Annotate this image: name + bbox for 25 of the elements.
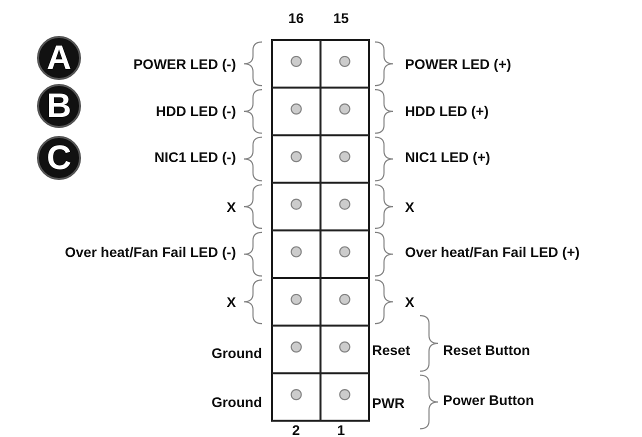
pin-label: POWER LED (-) [133,56,236,71]
pin-label: HDD LED (+) [405,104,489,118]
pin-label: Over heat/Fan Fail LED (+) [405,245,580,260]
pin-label: Reset [372,343,410,358]
pin-label: Ground [211,346,262,360]
pin-label: HDD LED (-) [156,104,236,118]
pin-label: Over heat/Fan Fail LED (-) [64,245,236,260]
pin-label: POWER LED (+) [405,56,512,71]
pin-label: X [405,200,414,214]
letter-badge: B [37,84,81,128]
pin-number: 1 [337,423,345,437]
pin-label: NIC1 LED (+) [405,150,490,164]
pin-label: X [226,294,236,309]
pin-label: Ground [211,395,262,409]
pin-number: 15 [333,11,349,25]
pin-number: 2 [292,423,300,437]
function-label: Reset Button [443,343,530,358]
letter-badge: A [37,36,81,80]
pin-label: NIC1 LED (-) [154,150,236,164]
function-label: Power Button [443,393,534,407]
pin-label: X [226,200,236,214]
pin-label: PWR [372,396,405,410]
letter-badge: C [37,136,81,180]
pin-label: X [405,294,414,309]
pin-number: 16 [288,11,304,25]
